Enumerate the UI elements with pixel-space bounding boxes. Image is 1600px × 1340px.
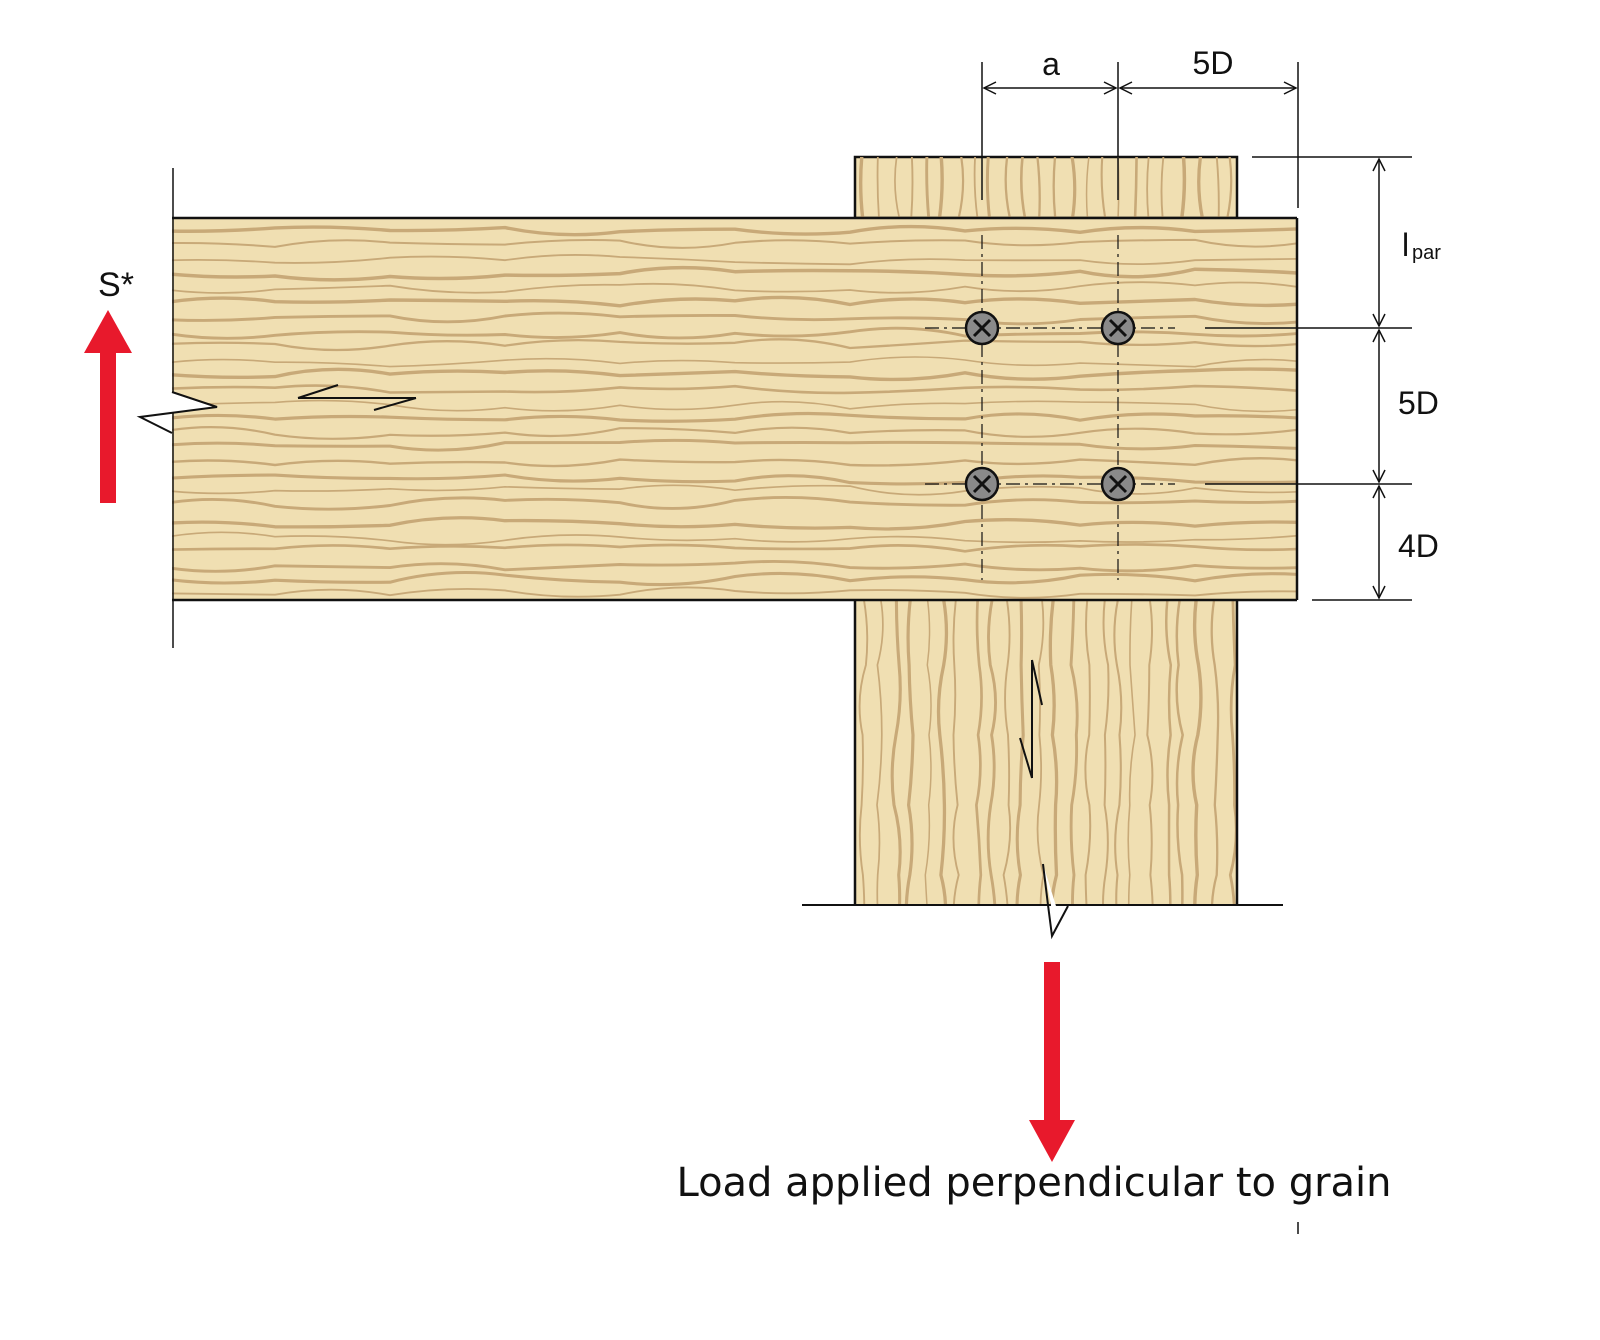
wood-grain-line (973, 157, 979, 218)
wood-grain-line (172, 238, 1297, 249)
wood-grain-line (172, 411, 1297, 423)
wood-grain-line (172, 531, 1297, 546)
screw-head-cross-icon (964, 310, 1000, 346)
wood-grain-line (1084, 600, 1092, 905)
wood-grain-line (876, 157, 880, 218)
right-dimensions (1205, 156, 1412, 1234)
wood-grain-line (172, 367, 1297, 382)
wood-grain-line (172, 570, 1297, 587)
wood-grain-line (172, 399, 1297, 413)
wood-grain-line (858, 157, 865, 218)
wood-grain-line (1019, 157, 1027, 218)
dim-label-lpar: l par (1402, 227, 1441, 264)
wood-grain-line (957, 157, 965, 218)
post-top-stub (853, 155, 1239, 220)
wood-grain-line (952, 600, 960, 905)
wood-grain-line (1085, 157, 1090, 218)
dim-label-right-4d: 4D (1398, 528, 1439, 564)
post-bottom (802, 600, 1283, 906)
dim-label-lpar-sub: par (1412, 242, 1441, 264)
load-arrow-down-icon (1029, 962, 1075, 1162)
screw-head-cross-icon (1100, 310, 1136, 346)
wood-grain-line (1215, 157, 1220, 218)
wood-grain-line (1179, 157, 1187, 218)
wood-grain-line (1226, 157, 1233, 218)
wood-grain-line (172, 224, 1297, 237)
wood-grain-line (1191, 600, 1203, 905)
wood-grain-line (1015, 600, 1025, 905)
post-break-mark (1042, 863, 1069, 940)
wood-grain-line (1197, 157, 1205, 218)
wood-grain-line (925, 157, 931, 218)
wood-grain-line (172, 457, 1297, 468)
wood-grain-line (172, 438, 1297, 452)
wood-grain-line (172, 295, 1297, 308)
wood-grain-line (1210, 600, 1220, 905)
post-crack-symbol (1019, 659, 1043, 779)
wood-grain-line (986, 600, 997, 905)
wood-grain-line (1048, 600, 1059, 905)
wood-grain-line (172, 484, 1297, 496)
wood-grain-line (172, 560, 1297, 573)
wood-grain-line (172, 265, 1297, 282)
wood-grain-line (904, 600, 915, 905)
wood-grain-line (172, 326, 1297, 340)
caption: Load applied perpendicular to grain (676, 1160, 1391, 1206)
wood-grain-line (1070, 157, 1077, 218)
wood-grain-line (937, 157, 944, 218)
wood-grain-line (1146, 600, 1154, 905)
wood-grain-line (172, 384, 1297, 395)
wood-grain-line (1133, 157, 1138, 218)
wood-grain-line (172, 516, 1297, 531)
wood-grain-line (890, 600, 902, 905)
wood-grain-line (1102, 600, 1110, 905)
beam (172, 168, 1299, 648)
wood-grain-line (876, 600, 884, 905)
beam-break-mark (136, 391, 218, 434)
screw-head-cross-icon (1100, 466, 1136, 502)
wood-grain-line (172, 281, 1297, 294)
wood-grain-line (1175, 600, 1184, 905)
wood-grain-line (172, 356, 1297, 368)
wood-grain-line (975, 600, 983, 905)
wood-grain-line (1165, 600, 1173, 905)
wood-grain-line (1113, 600, 1123, 905)
wood-grain-line (924, 600, 932, 905)
wood-grain-line (894, 157, 901, 218)
wood-grain-line (1160, 157, 1165, 218)
dim-label-a: a (1042, 46, 1060, 82)
wood-grain-line (1004, 157, 1012, 218)
wood-grain-line (858, 600, 869, 905)
dim-label-top-5d: 5D (1193, 45, 1234, 81)
dim-label-right-5d: 5D (1398, 385, 1439, 421)
wood-grain-line (1002, 600, 1012, 905)
load-arrow-up-icon (84, 310, 132, 503)
wood-grain-line (910, 157, 914, 218)
wood-grain-line (172, 338, 1297, 352)
wood-grain-line (1036, 600, 1045, 905)
dim-label-lpar-main: l (1402, 227, 1409, 263)
wood-grain-line (1100, 157, 1107, 218)
wood-grain-line (1036, 157, 1041, 218)
wood-grain-line (172, 586, 1297, 599)
fastener-group (964, 310, 1136, 502)
wood-grain-line (1127, 600, 1136, 905)
wood-grain-line (172, 496, 1297, 511)
wood-grain-line (172, 473, 1297, 486)
wood-grain-line (936, 600, 949, 905)
beam-crack-symbol (297, 384, 417, 411)
wood-grain-line (1069, 600, 1079, 905)
wood-grain-line (1146, 157, 1150, 218)
wood-grain-line (172, 254, 1297, 266)
load-symbol-label: S* (98, 266, 134, 304)
wood-grain-line (1228, 600, 1237, 905)
top-dimensions (981, 62, 1299, 208)
wood-grain-line (172, 543, 1297, 553)
screw-head-cross-icon (964, 466, 1000, 502)
wood-grain-line (985, 157, 991, 218)
wood-grain-line (1052, 157, 1057, 218)
wood-grain-line (172, 426, 1297, 440)
wood-grain-line (172, 311, 1297, 326)
